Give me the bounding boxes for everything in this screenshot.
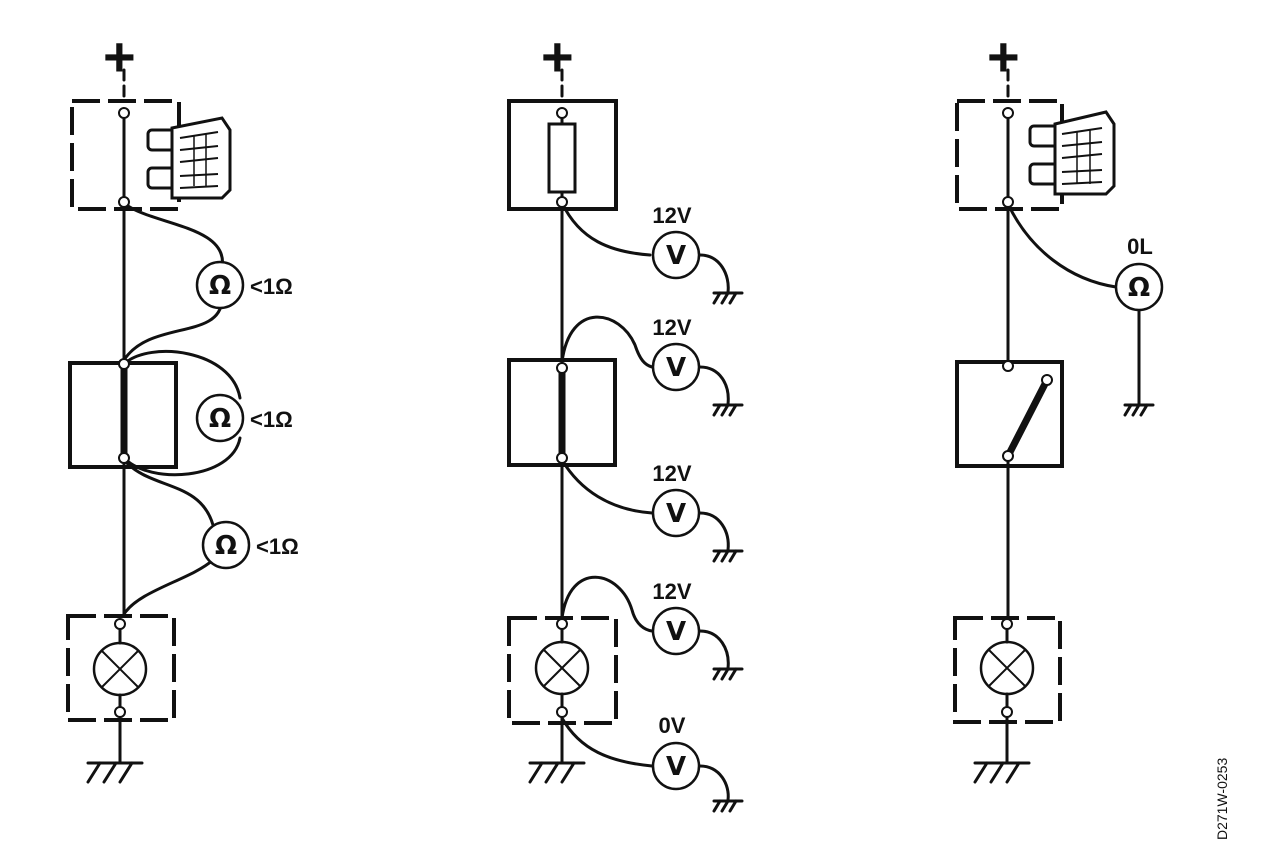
fuse-icon bbox=[146, 116, 232, 200]
meter-reading: 12V bbox=[652, 203, 691, 228]
terminal-dots bbox=[114, 107, 130, 718]
lamp-icon bbox=[979, 640, 1035, 696]
ohmmeter-open: Ω 0L bbox=[1114, 234, 1164, 312]
small-ground-icon bbox=[1123, 403, 1155, 417]
small-ground-icons bbox=[712, 291, 744, 813]
voltmeter-1: V 12V bbox=[651, 203, 701, 280]
meter-symbol: V bbox=[666, 499, 686, 529]
meter-symbol: Ω bbox=[1128, 273, 1150, 303]
fuse-icon bbox=[1028, 110, 1116, 196]
terminal-dots bbox=[556, 107, 568, 718]
switch-box-closed bbox=[68, 361, 178, 469]
switch-blade bbox=[1004, 378, 1051, 458]
lamp-icon bbox=[92, 641, 148, 697]
voltmeter-3: V 12V bbox=[651, 461, 701, 538]
meter-reading: <1Ω bbox=[256, 534, 299, 559]
lamp-box bbox=[66, 614, 176, 722]
ground-icon bbox=[973, 761, 1031, 784]
terminal-dots bbox=[1001, 107, 1014, 718]
fuse-box bbox=[955, 99, 1116, 211]
meter-reading: 0V bbox=[659, 713, 686, 738]
meter-reading: <1Ω bbox=[250, 407, 293, 432]
resistor-icon bbox=[547, 122, 577, 194]
meter-reading: <1Ω bbox=[250, 274, 293, 299]
meter-symbol: V bbox=[666, 241, 686, 271]
ground-icon bbox=[86, 761, 144, 784]
meter-reading: 12V bbox=[652, 461, 691, 486]
voltmeter-2: V 12V bbox=[651, 315, 701, 392]
meter-symbol: Ω bbox=[209, 271, 231, 301]
meter-symbol: V bbox=[666, 617, 686, 647]
lamp-icon bbox=[534, 640, 590, 696]
meter-symbol: V bbox=[666, 353, 686, 383]
ohmmeter-3: Ω <1Ω bbox=[201, 520, 299, 570]
panel-resistance-check: + bbox=[66, 25, 299, 784]
voltmeter-4: V 12V bbox=[651, 579, 701, 656]
fuse-box bbox=[70, 99, 232, 211]
figure-code: D271W-0253 bbox=[1214, 758, 1230, 840]
meter-symbol: V bbox=[666, 752, 686, 782]
meter-symbol: Ω bbox=[209, 404, 231, 434]
meter-reading: 0L bbox=[1127, 234, 1153, 259]
supply-plus-symbol: + bbox=[987, 25, 1020, 88]
panel-open-circuit-check: + bbox=[953, 25, 1164, 784]
supply-plus-symbol: + bbox=[541, 25, 574, 88]
ohmmeter-1: Ω <1Ω bbox=[195, 260, 293, 310]
meter-symbol: Ω bbox=[215, 531, 237, 561]
meter-reading: 12V bbox=[652, 579, 691, 604]
fuse-box bbox=[507, 99, 618, 211]
lamp-box bbox=[953, 616, 1062, 724]
voltmeter-5: V 0V bbox=[651, 713, 701, 791]
ohmmeter-2: Ω <1Ω bbox=[195, 393, 293, 443]
supply-plus-symbol: + bbox=[103, 25, 136, 88]
switch-box-closed bbox=[507, 358, 617, 467]
panel-voltage-check: + bbox=[507, 25, 744, 813]
ground-icon bbox=[528, 761, 586, 784]
meter-reading: 12V bbox=[652, 315, 691, 340]
